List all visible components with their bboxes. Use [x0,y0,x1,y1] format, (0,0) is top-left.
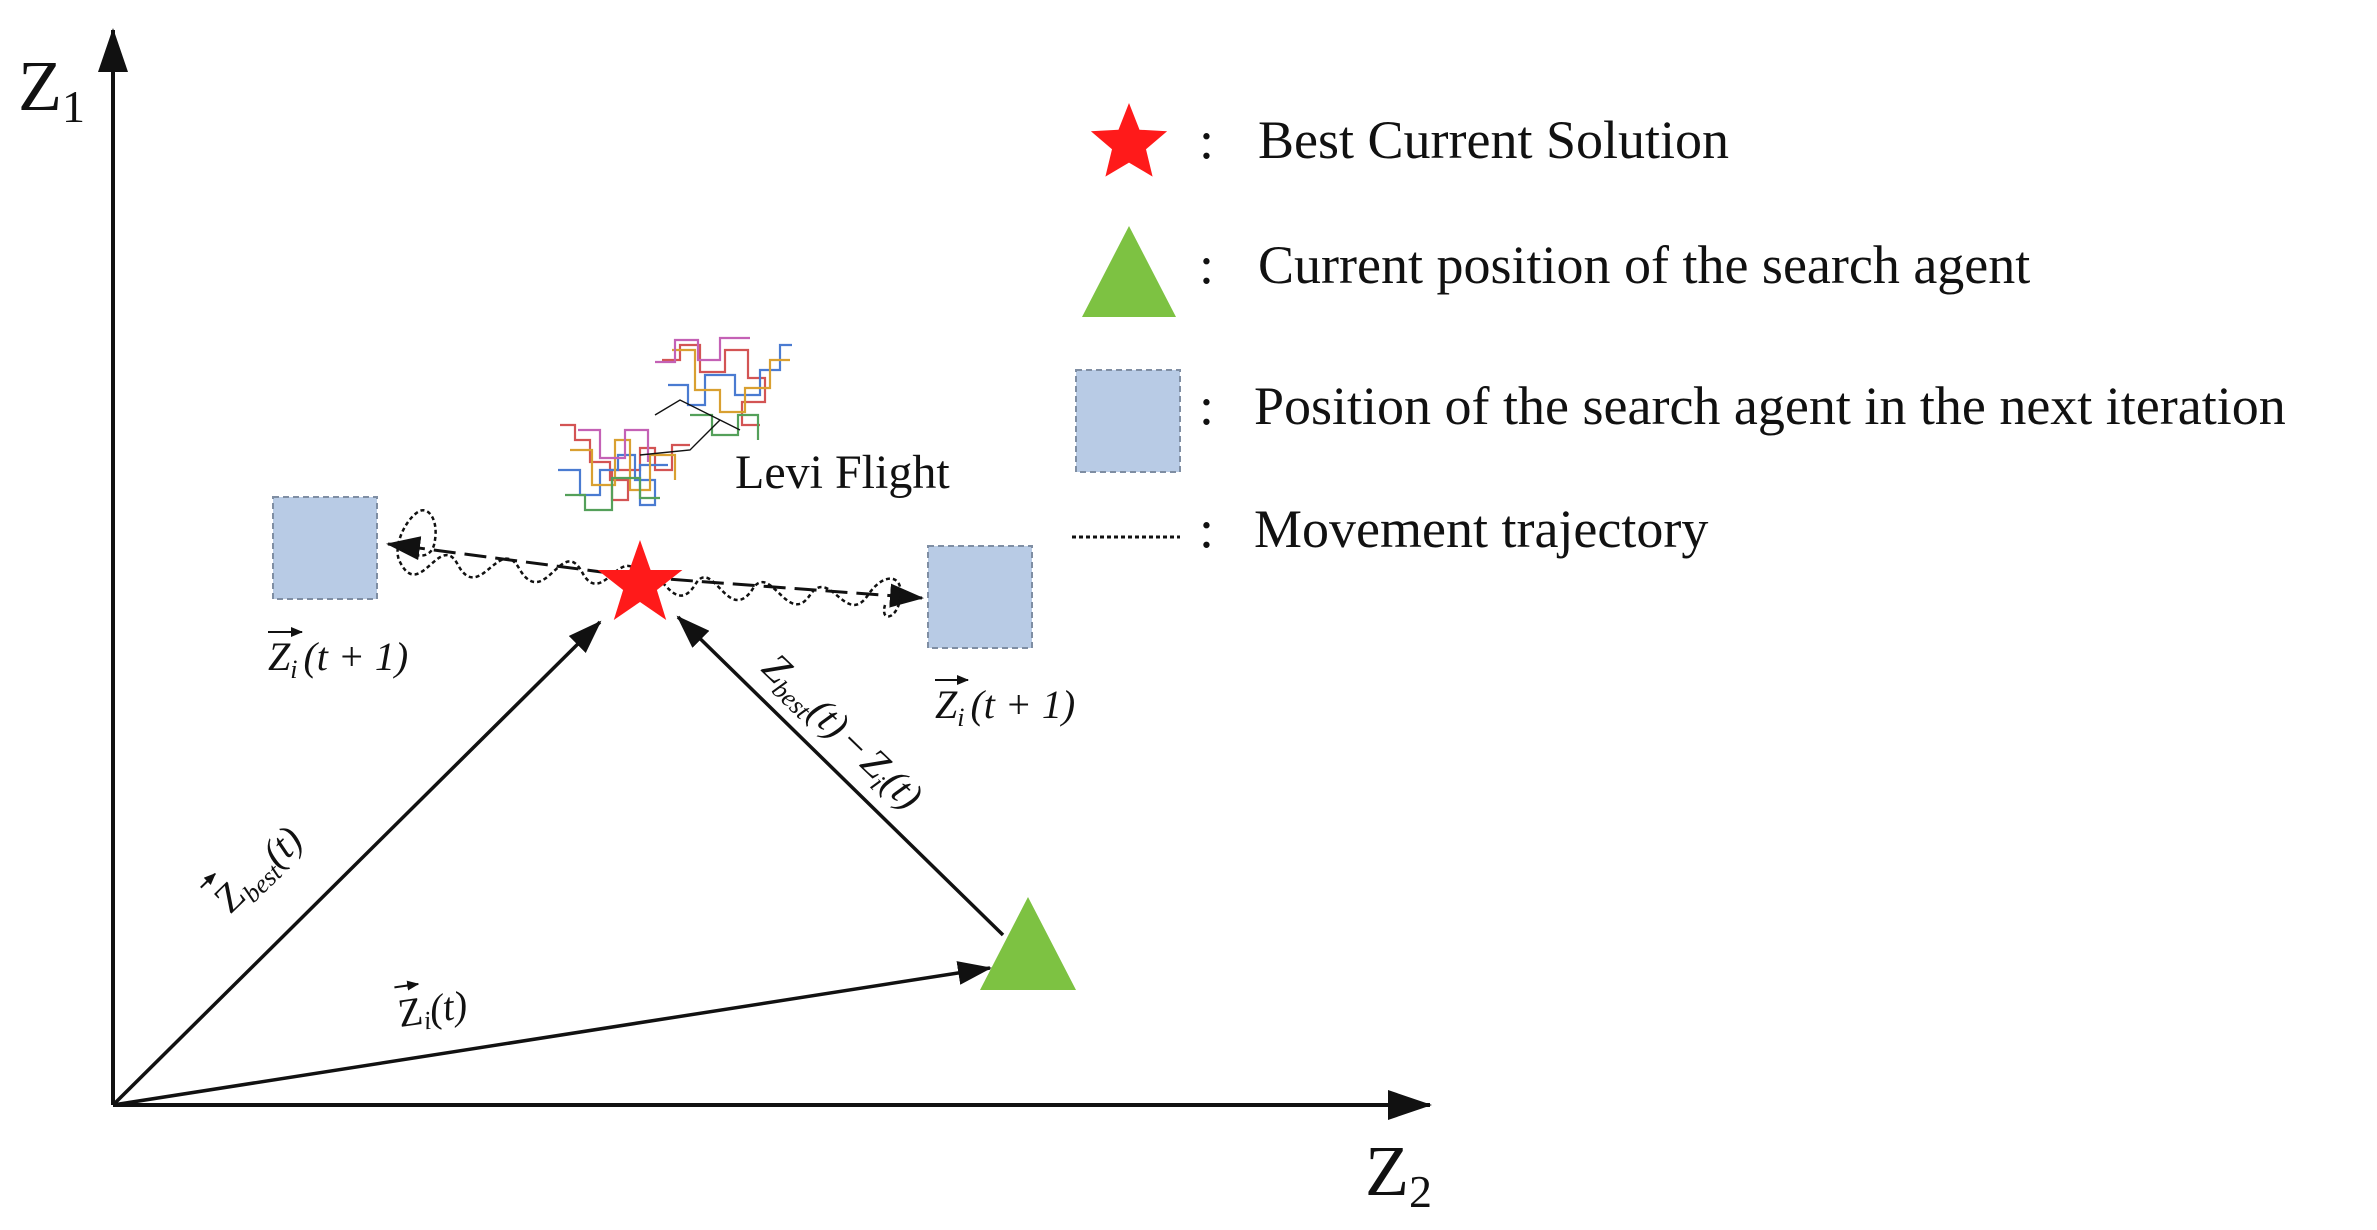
svg-text:Zbest(t)−Zi(t): Zbest(t)−Zi(t) [750,644,932,822]
legend-item-best: : Best Current Solution [1090,103,1729,177]
levy-flight-paths [558,336,792,512]
svg-text:Zbest(t): Zbest(t) [205,817,315,925]
levy-path-g [668,343,792,407]
current-agent-triangle [980,897,1076,990]
levy-path-h [672,348,790,414]
z-i-label: Zi(t) [394,980,470,1039]
z-i-vector [112,961,992,1107]
levy-path-k [639,399,741,456]
legend-item-agent: : Current position of the search agent [1082,226,2030,317]
legend-separator: : [1199,376,1214,436]
levy-path-c [570,438,677,492]
vector-arrow-icon [394,980,420,991]
vectors [111,615,1005,1107]
z-best-vector [111,620,602,1107]
z-best-label: Zbest(t) [200,817,315,925]
next-position-square-left [272,496,378,600]
levy-path-d [565,476,660,512]
legend-separator: : [1199,235,1214,295]
levy-path-e [578,428,650,462]
square-icon [1075,369,1181,473]
x-axis-label: Z2 [1365,1131,1432,1217]
difference-label: Zbest(t)−Zi(t) [750,644,932,822]
next-left-label: Zi(t + 1) [268,627,408,684]
legend-item-next: : Position of the search agent in the ne… [1075,369,2286,473]
legend-label-best: Best Current Solution [1258,110,1729,170]
levy-path-i [690,413,760,440]
legend: : Best Current Solution : Current positi… [1072,103,2286,559]
vector-arrow-icon [200,873,216,889]
legend-separator: : [1199,499,1214,559]
legend-item-trajectory: : Movement trajectory [1072,499,1708,559]
svg-text:Zi(t): Zi(t) [395,982,470,1039]
movement-trajectories [386,509,924,618]
legend-label-next: Position of the search agent in the next… [1254,376,2286,436]
dashed-arrow-right [639,575,924,608]
next-right-label: Zi(t + 1) [935,675,1075,732]
legend-separator: : [1199,110,1214,170]
best-solution-star [597,540,683,620]
triangle-icon [1082,226,1176,317]
levy-path-a [560,423,690,502]
y-axis-label: Z1 [18,46,85,132]
next-position-square-right [927,545,1033,649]
svg-text:Zi(t + 1): Zi(t + 1) [935,682,1075,732]
wavy-trajectory-left [393,509,642,585]
levy-path-j [655,336,750,364]
legend-label-agent: Current position of the search agent [1258,235,2030,295]
wavy-trajectory-right [639,571,903,618]
svg-text:Zi(t + 1): Zi(t + 1) [268,634,408,684]
levi-flight-label: Levi Flight [735,446,950,499]
axes: Z1 Z2 [18,28,1432,1217]
legend-label-trajectory: Movement trajectory [1254,499,1708,559]
star-icon [1090,103,1168,177]
difference-vector [676,615,1005,937]
